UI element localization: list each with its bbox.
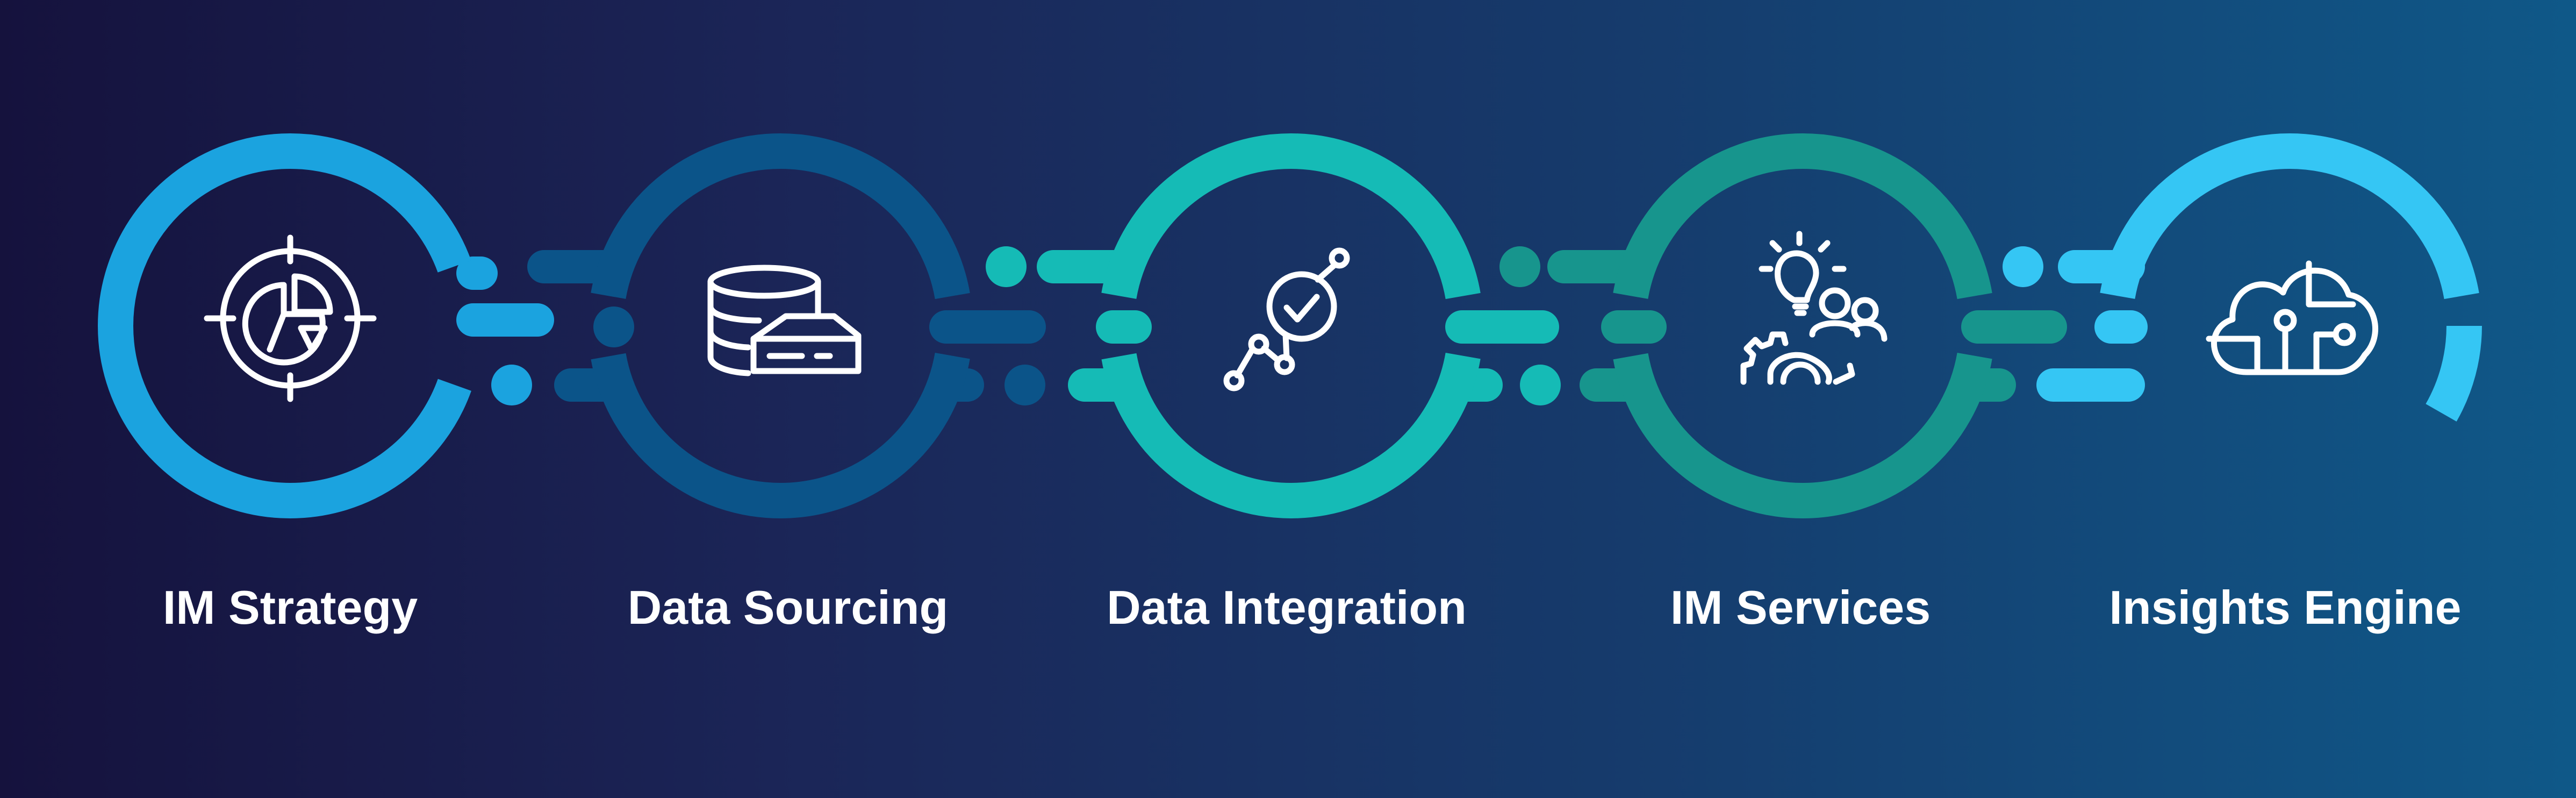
- connector-dot: [1520, 365, 1561, 405]
- ring-insights-engine: [2097, 133, 2482, 518]
- target-pie-chart-icon: [204, 234, 377, 402]
- connector-dot: [1499, 246, 1540, 287]
- step-label-im-services: IM Services: [1670, 581, 1931, 634]
- step-label-data-integration: Data Integration: [1107, 581, 1467, 634]
- cloud-circuit-icon: [2206, 260, 2378, 375]
- data-points-check-icon: [1223, 247, 1350, 391]
- connector-dot: [2003, 246, 2043, 287]
- ring-im-strategy: [98, 133, 483, 518]
- step-label-insights-engine: Insights Engine: [2109, 581, 2462, 634]
- connector-dot: [491, 365, 532, 405]
- connectors: [456, 246, 2148, 405]
- ring-data-integration: [1099, 133, 1483, 518]
- rings: [98, 133, 2482, 518]
- connector-dot: [1004, 365, 1045, 405]
- lightbulb-people-gears-icon: [1740, 231, 1888, 385]
- connector-dot: [593, 307, 634, 347]
- connector-dot: [986, 246, 1027, 287]
- ring-data-sourcing: [588, 133, 973, 518]
- database-server-icon: [707, 265, 862, 376]
- step-label-data-sourcing: Data Sourcing: [627, 581, 949, 634]
- step-label-im-strategy: IM Strategy: [162, 581, 418, 634]
- ring-im-services: [1610, 133, 1995, 518]
